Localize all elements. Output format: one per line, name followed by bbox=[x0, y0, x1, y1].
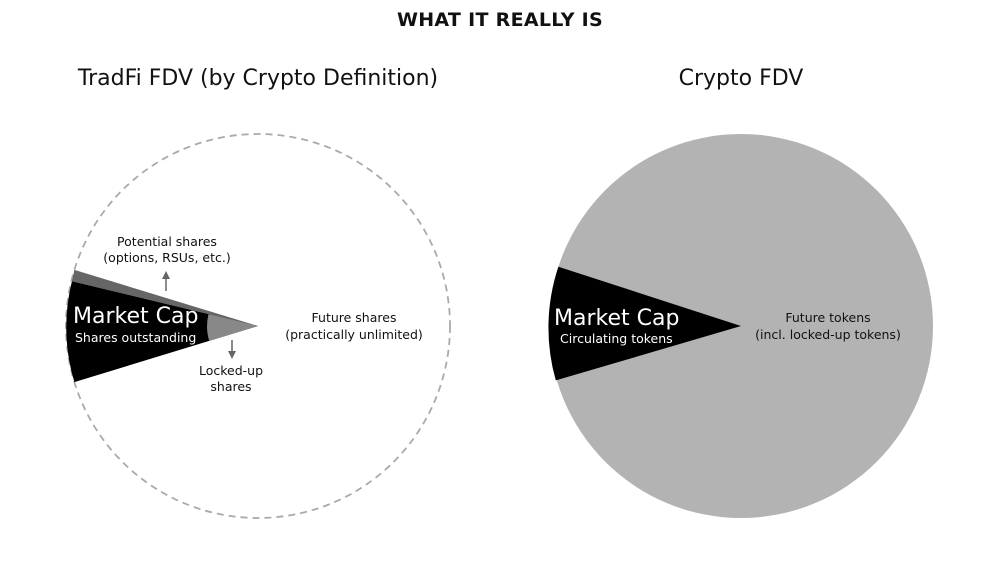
crypto-future-tokens-detail: (incl. locked-up tokens) bbox=[755, 327, 901, 342]
tradfi-potential-shares-arrow bbox=[162, 271, 170, 291]
tradfi-potential-shares-detail: (options, RSUs, etc.) bbox=[103, 250, 230, 265]
tradfi-market-cap-title: Market Cap bbox=[73, 304, 198, 329]
tradfi-potential-shares-label: Potential shares bbox=[117, 234, 217, 249]
crypto-market-cap-subtitle: Circulating tokens bbox=[560, 331, 673, 346]
page-title: WHAT IT REALLY IS bbox=[397, 9, 603, 31]
crypto-future-tokens-label: Future tokens bbox=[785, 310, 870, 325]
tradfi-future-shares-outline bbox=[65, 133, 451, 519]
crypto-market-cap-wedge bbox=[548, 266, 741, 381]
tradfi-locked-up-detail: shares bbox=[210, 379, 251, 394]
crypto-panel: Crypto FDV Market Cap Circulating tokens… bbox=[548, 66, 933, 518]
crypto-market-cap-title: Market Cap bbox=[554, 306, 679, 331]
tradfi-panel-title: TradFi FDV (by Crypto Definition) bbox=[77, 66, 438, 91]
crypto-panel-title: Crypto FDV bbox=[679, 66, 804, 91]
tradfi-panel: TradFi FDV (by Crypto Definition) Market… bbox=[65, 66, 451, 519]
tradfi-future-shares-detail: (practically unlimited) bbox=[285, 327, 423, 342]
tradfi-market-cap-subtitle: Shares outstanding bbox=[75, 330, 196, 345]
tradfi-potential-shares-wedge bbox=[71, 269, 259, 326]
tradfi-future-shares-label: Future shares bbox=[312, 310, 397, 325]
tradfi-locked-up-label: Locked-up bbox=[199, 363, 263, 378]
tradfi-locked-up-arrow bbox=[228, 340, 236, 359]
tradfi-market-cap-wedge bbox=[66, 281, 258, 383]
tradfi-locked-up-shares-wedge bbox=[207, 314, 258, 341]
